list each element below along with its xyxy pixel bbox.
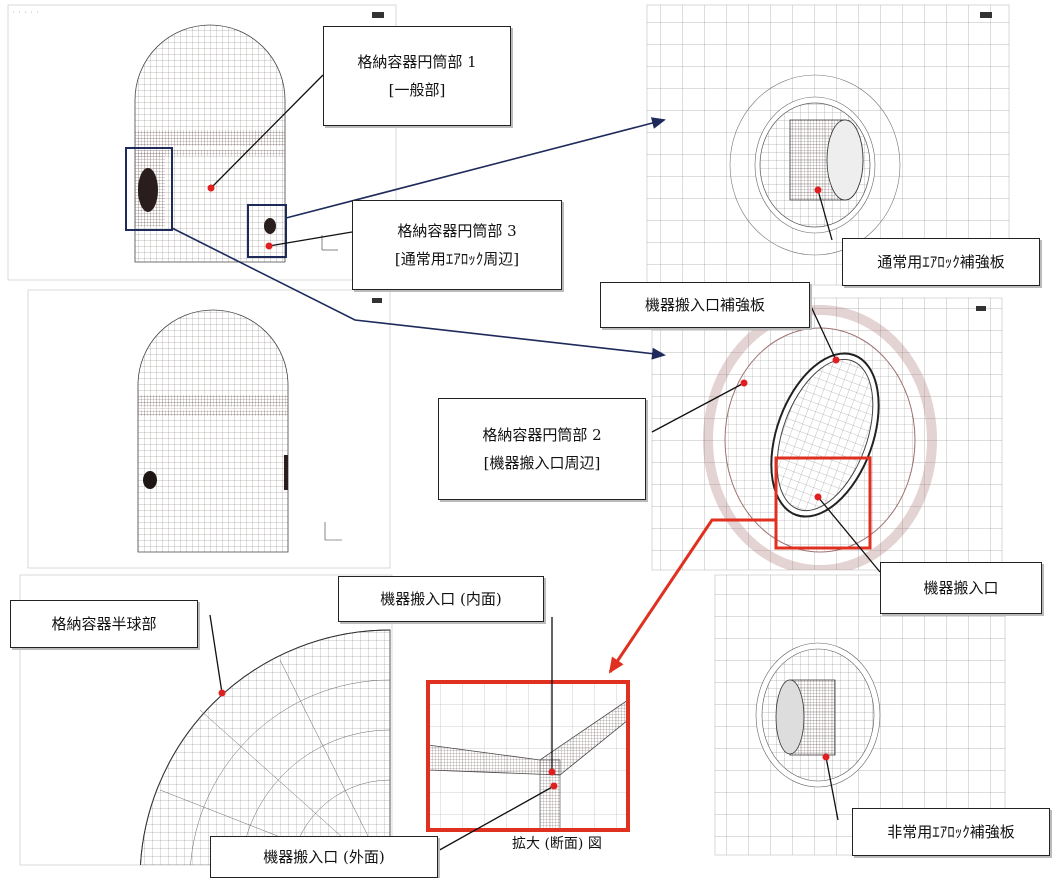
callout-emergency-airlock-plate: 非常用ｴｱﾛｯｸ補強板 [852, 808, 1050, 856]
leader-lines [209, 74, 881, 853]
callout-cylinder-3: 格納容器円筒部 3 [通常用ｴｱﾛｯｸ周辺] [352, 200, 562, 290]
callout-cylinder-3-subtitle: [通常用ｴｱﾛｯｸ周辺] [394, 250, 520, 268]
svg-text:· · · · ·: · · · · · [12, 10, 39, 16]
callout-cylinder-1: 格納容器円筒部 1 [一般部] [323, 26, 511, 126]
callout-equip-hatch: 機器搬入口 [880, 562, 1042, 614]
callout-normal-airlock-plate: 通常用ｴｱﾛｯｸ補強板 [842, 238, 1040, 286]
selection-frame-airlock [247, 204, 287, 258]
hatch-highlight-box [774, 456, 872, 550]
callout-equip-hatch-text: 機器搬入口 [923, 578, 999, 597]
arrow-to-hatch-detail [171, 227, 666, 360]
callout-cylinder-1-subtitle: [一般部] [388, 81, 446, 99]
callout-equip-hatch-plate: 機器搬入口補強板 [600, 282, 810, 328]
enlarged-section-caption: 拡大 (断面) 図 [512, 836, 602, 852]
callout-normal-airlock-plate-text: 通常用ｴｱﾛｯｸ補強板 [877, 252, 1005, 271]
callout-cylinder-2-subtitle: [機器搬入口周辺] [483, 454, 601, 472]
callout-cylinder-2-title: 格納容器円筒部 2 [482, 425, 602, 444]
callout-cylinder-3-title: 格納容器円筒部 3 [397, 221, 517, 240]
annotation-dots [207, 184, 840, 790]
callout-emergency-airlock-plate-text: 非常用ｴｱﾛｯｸ補強板 [887, 822, 1015, 841]
panel-full-model-2 [27, 289, 391, 569]
callout-cylinder-2: 格納容器円筒部 2 [機器搬入口周辺] [438, 398, 646, 500]
selection-frame-hatch [125, 147, 173, 231]
callout-hatch-inner-text: 機器搬入口 (内面) [380, 589, 502, 608]
arrow-to-airlock-detail [285, 117, 666, 219]
callout-hemisphere: 格納容器半球部 [10, 600, 198, 648]
callout-hatch-outer: 機器搬入口 (外面) [210, 836, 438, 878]
callout-hemisphere-text: 格納容器半球部 [51, 614, 157, 633]
callout-cylinder-1-title: 格納容器円筒部 1 [357, 52, 477, 71]
panel-equipment-hatch [651, 297, 1003, 571]
zoom-section-inset [426, 680, 630, 832]
callout-hatch-inner: 機器搬入口 (内面) [338, 576, 544, 622]
arrow-to-zoom [608, 518, 776, 674]
callout-equip-hatch-plate-text: 機器搬入口補強板 [644, 295, 765, 314]
callout-hatch-outer-text: 機器搬入口 (外面) [263, 847, 385, 866]
